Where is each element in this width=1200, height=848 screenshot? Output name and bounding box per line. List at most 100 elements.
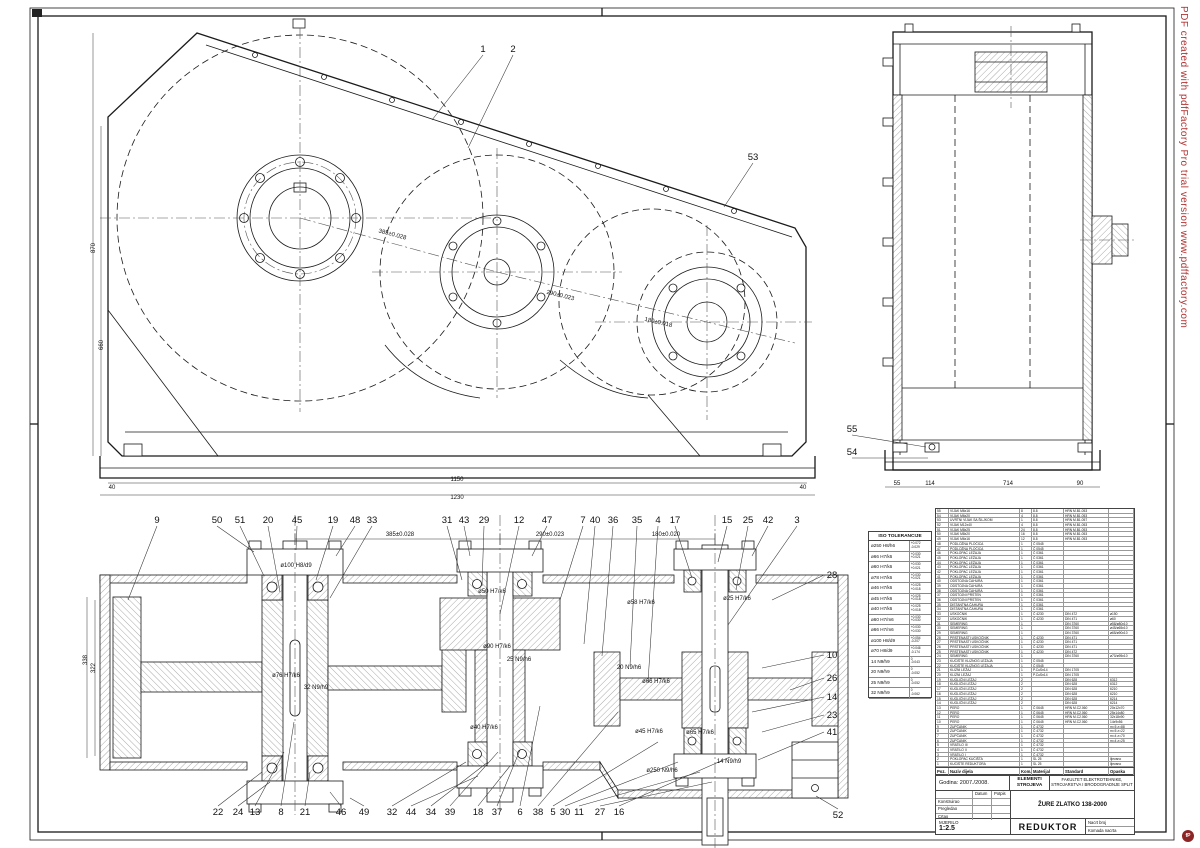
bom-cell: HRN M.B1.053 (1064, 513, 1109, 518)
balloon-callout-9: 9 (154, 515, 159, 526)
dimension-label: 714 (1003, 481, 1014, 487)
bom-cell: Č 4732 (1032, 729, 1064, 733)
bom-cell: VRATILO III (949, 743, 1020, 748)
bom-cell: SL 25 (1032, 757, 1064, 762)
bom-cell: 30 (936, 626, 949, 630)
bom-cell (1109, 673, 1134, 677)
dimension-label: ø100 H8/d9 (280, 563, 312, 569)
bom-cell: KUĆIŠTE KLIZNOG LEŽAJA (949, 663, 1020, 668)
bom-cell (1064, 593, 1109, 598)
balloon-callout-31: 31 (442, 515, 453, 526)
balloon-callout-13: 13 (250, 807, 261, 818)
bom-cell (1064, 729, 1109, 733)
balloon-callout-29: 29 (479, 515, 490, 526)
dimension-label: 40 (109, 485, 116, 491)
bom-cell: lijevano (1109, 757, 1134, 762)
bom-cell: 1 (1020, 555, 1032, 560)
bom-cell: KUGLIČNI LEŽAJ (949, 682, 1020, 687)
tolerance-row: ø60 H7/m6+0.030+0.030 (869, 614, 931, 625)
bom-cell: 1 (1020, 621, 1032, 626)
dimension-label: 290±0.023 (536, 532, 565, 538)
bom-cell: 47 (936, 546, 949, 551)
bom-cell: DIN 3760 (1064, 626, 1109, 630)
bom-cell: 1 (1020, 710, 1032, 715)
bom-cell (1109, 607, 1134, 612)
bom-cell: 4 (936, 748, 949, 752)
year-field: Godina: 2007./2008. (936, 776, 1011, 790)
bom-cell (1109, 532, 1134, 537)
balloon-callout-47: 47 (542, 515, 553, 526)
bom-cell: POKLOPAC LEŽAJA (949, 569, 1020, 574)
dimension-label: ø40 H7/k6 (470, 725, 498, 731)
bom-cell: Č 4732 (1032, 743, 1064, 748)
bom-cell (1109, 527, 1134, 532)
bom-cell: 50 (936, 532, 949, 537)
bom-cell: KLIZNI LEŽAJ (949, 673, 1020, 677)
bom-cell: SEMERING (949, 630, 1020, 635)
bom-cell (1064, 743, 1109, 748)
bom-cell: Č 0645 (1032, 715, 1064, 719)
scale-field: MJERILO 1:2.5 (936, 819, 1011, 834)
bom-cell: 1 (1020, 640, 1032, 644)
bom-cell: P.CuSn14 (1032, 673, 1064, 677)
bom-cell: Č 0645 (1032, 719, 1064, 724)
bom-cell (1109, 537, 1134, 541)
bom-cell (1064, 555, 1109, 560)
bom-cell: 6 (936, 738, 949, 743)
balloon-callout-34: 34 (426, 807, 437, 818)
bom-cell (1064, 762, 1109, 766)
bom-cell (1109, 644, 1134, 649)
bom-cell (1109, 541, 1134, 546)
bom-cell: 8.8 (1032, 537, 1064, 541)
bom-cell: POKLOPAC LEŽAJA (949, 551, 1020, 555)
bom-cell: P.CuSn14 (1032, 668, 1064, 673)
bom-cell: 2 (1020, 682, 1032, 687)
balloon-callout-26: 26 (827, 673, 838, 684)
bom-cell (1109, 668, 1134, 673)
bom-cell: 28 (936, 635, 949, 640)
bom-cell: USKOČNIK (949, 612, 1020, 616)
bom-cell: Č 0645 (1032, 705, 1064, 710)
bom-cell: m=4 z=70 (1109, 734, 1134, 738)
checked-by-label: Pregledao (936, 806, 973, 813)
bom-cell: POKLOPAC LEŽAJA (949, 565, 1020, 569)
bom-cell (1064, 569, 1109, 574)
dimension-label: 114 (925, 481, 935, 487)
bom-cell: KLIZNI LEŽAJ (949, 668, 1020, 673)
bom-cell: 1 (1020, 748, 1032, 752)
balloon-callout-5: 5 (550, 807, 555, 818)
bom-cell: DIN 3760 (1064, 621, 1109, 626)
bom-cell (1109, 569, 1134, 574)
bom-cell: 1 (1020, 569, 1032, 574)
bom-cell: PERO (949, 715, 1020, 719)
bom-cell (1032, 626, 1064, 630)
bom-cell: 8.8 (1032, 518, 1064, 523)
bom-cell: HRN M.B1.057 (1064, 518, 1109, 523)
dimension-label: 90 (1077, 481, 1084, 487)
bom-cell: KUGLIČNI LEŽAJ (949, 701, 1020, 705)
bom-cell (1064, 757, 1109, 762)
bom-cell: 1 (936, 762, 949, 766)
bom-cell: 27 (936, 640, 949, 644)
bom-cell: 1 (1020, 612, 1032, 616)
dimension-label: ø45 H7/k6 (635, 729, 663, 735)
bom-cell: 52 (936, 523, 949, 527)
bom-cell: 3 (936, 752, 949, 757)
bom-cell: DIN 628 (1064, 687, 1109, 691)
